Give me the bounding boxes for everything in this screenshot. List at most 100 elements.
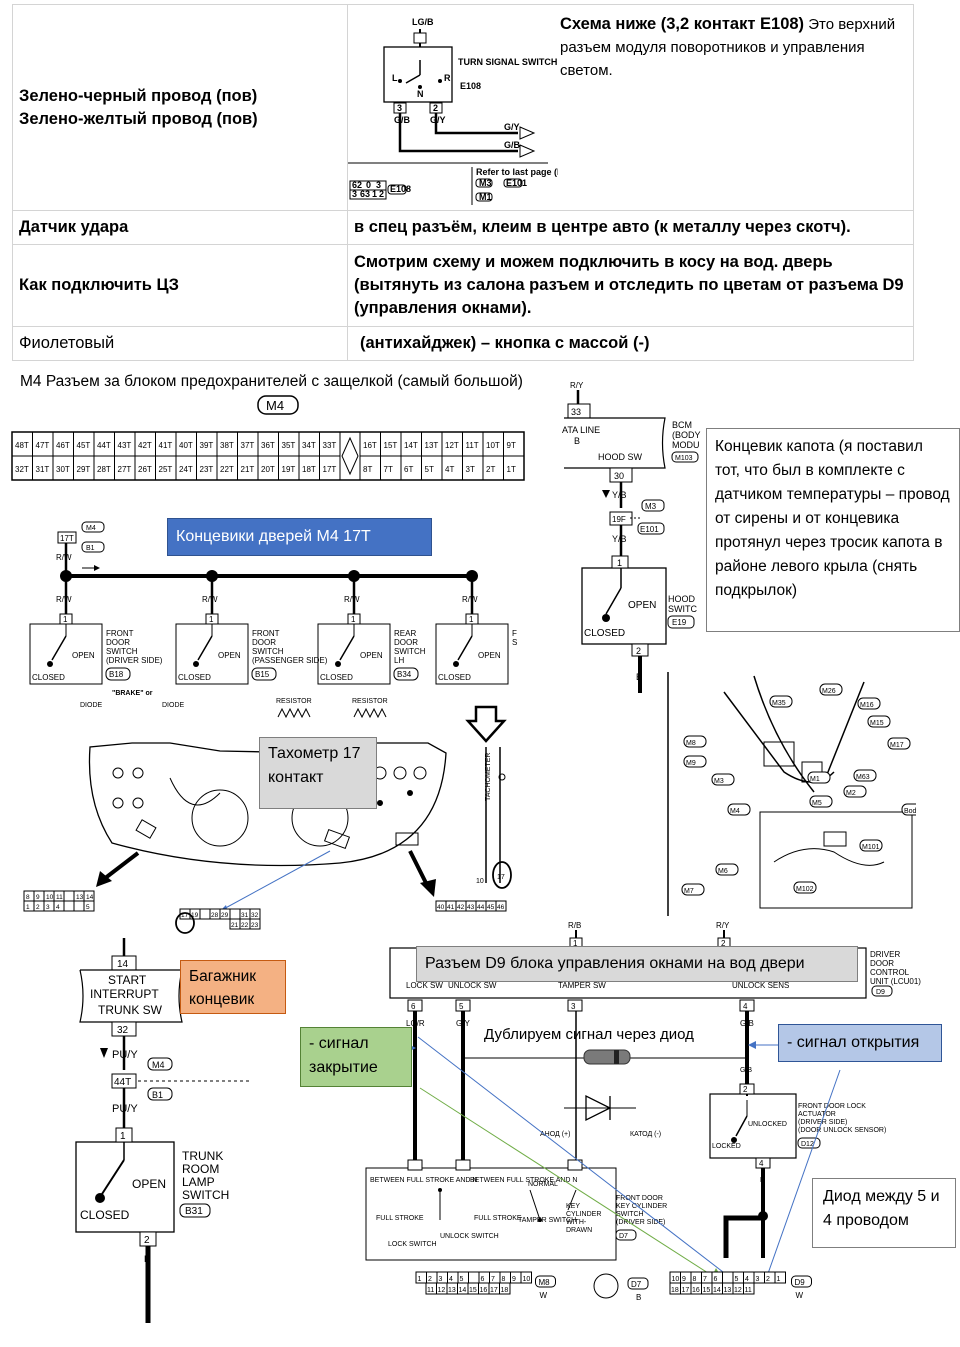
d9-pin: 13 xyxy=(724,1287,732,1294)
m4-pin: 23T xyxy=(200,465,214,474)
d9-pin: 1 xyxy=(777,1276,781,1283)
m8-pin: 11 xyxy=(427,1287,434,1294)
switch-code: B18 xyxy=(109,670,124,679)
cluster-pin: 11 xyxy=(56,894,63,901)
cluster-pin: 42 xyxy=(457,904,465,911)
table-cell-right: (антихайджек) – кнопка с массой (-) xyxy=(347,326,914,361)
m4-pin: 32T xyxy=(15,465,29,474)
e101-tag: E101 xyxy=(640,525,659,534)
act-3: (DRIVER SIDE) xyxy=(798,1119,847,1126)
normal: NORMAL xyxy=(528,1181,558,1188)
wire-yb2: Y/B xyxy=(612,534,627,544)
hood-schematic: R/Y 33 ATA LINE B HOOD SW BCM (BODY MODU… xyxy=(562,381,701,693)
m8-pin: 18 xyxy=(501,1287,509,1294)
d9-pin: 8 xyxy=(693,1276,697,1283)
cluster-pin: 13 xyxy=(76,894,84,901)
m4-pin: 29T xyxy=(77,465,91,474)
m8-pin: 17 xyxy=(490,1287,498,1294)
key-2: CYLINDER xyxy=(566,1211,601,1218)
pin-1: 1 xyxy=(617,558,622,568)
m8-pin: 12 xyxy=(438,1287,446,1294)
trunk-interrupt: INTERRUPT xyxy=(90,987,159,1001)
out-gb: G/B xyxy=(504,140,521,150)
hood-sw: HOOD SW xyxy=(598,452,643,462)
wire-label-green-black: Зелено-черный провод (пов) xyxy=(19,86,258,105)
diode-between-callout: Диод между 5 и 4 проводом xyxy=(812,1178,956,1248)
cluster-pin: 17 xyxy=(181,912,189,919)
wire-b: B xyxy=(144,1254,150,1264)
key-3: WITH- xyxy=(566,1219,587,1226)
d9-callout: Разъем D9 блока управления окнами на вод… xyxy=(416,946,858,982)
cluster-pin: 41 xyxy=(447,904,455,911)
m4-pin: 27T xyxy=(118,465,132,474)
d12-tag: D12 xyxy=(801,1141,814,1148)
anode-label: АНОД (+) xyxy=(540,1131,570,1138)
m4-tag: M4 xyxy=(152,1060,165,1070)
table-cell-left: Фиолетовый xyxy=(12,326,348,361)
act-1: FRONT DOOR LOCK xyxy=(798,1103,866,1110)
d9-pin: 18 xyxy=(671,1287,679,1294)
m4-title: M4 Разъем за блоком предохранителей с за… xyxy=(20,373,523,390)
trunk-callout: Багажник концевик xyxy=(180,960,286,1014)
m8-pin: 5 xyxy=(460,1276,464,1283)
m4-pin: 44T xyxy=(97,441,111,450)
pin-17t: 17T xyxy=(60,534,74,543)
location-tag: M102 xyxy=(796,886,814,893)
conn-cell: 62 xyxy=(352,180,362,190)
full-1: FULL STROKE xyxy=(376,1215,424,1222)
location-tag: M8 xyxy=(686,740,696,747)
ata-line-b: B xyxy=(574,436,580,446)
d9-tag: D9 xyxy=(876,989,885,996)
pin-14: 14 xyxy=(117,959,129,970)
m8-pin: 8 xyxy=(502,1276,506,1283)
hood-closed: CLOSED xyxy=(584,628,625,639)
m8-pin: 1 xyxy=(418,1276,422,1283)
location-tag: M15 xyxy=(870,720,884,727)
m8-pin: 14 xyxy=(459,1287,467,1294)
wire-rw: R/W xyxy=(56,595,72,604)
cathode-label: КАТОД (-) xyxy=(630,1131,661,1138)
switch-name: FRONT xyxy=(252,629,280,638)
cluster-pin: 3 xyxy=(46,904,50,911)
open-label: OPEN xyxy=(360,651,383,660)
m4-pin: 30T xyxy=(56,465,70,474)
wire-puy: PU/Y xyxy=(112,1049,138,1061)
d9-pin: 5 xyxy=(735,1276,739,1283)
unit-2: DOOR xyxy=(870,959,894,968)
table-row: Как подключить ЦЗ Смотрим схему и можем … xyxy=(12,244,914,327)
trunk-open: OPEN xyxy=(132,1177,166,1191)
open-label: OPEN xyxy=(218,651,241,660)
cluster-pin: 5 xyxy=(86,904,90,911)
cluster-pin: 21 xyxy=(231,922,239,929)
cluster-pin: 46 xyxy=(497,904,505,911)
m4-pin: 19T xyxy=(282,465,296,474)
signal-close-callout: - сигнал закрытие xyxy=(300,1027,412,1087)
cluster-pin: 31 xyxy=(241,912,249,919)
d9-pin: 9 xyxy=(682,1276,686,1283)
bcm2: (BODY xyxy=(672,430,701,440)
key-1: KEY xyxy=(566,1203,580,1210)
hood-label2: SWITC xyxy=(668,604,697,614)
location-tag: M16 xyxy=(860,702,874,709)
wire-gy: G/Y xyxy=(430,115,446,125)
turn-signal-schematic: LG/B L N R TURN SIGNAL SWITCH E108 3 2 G… xyxy=(348,17,558,205)
trunk-closed: CLOSED xyxy=(80,1208,130,1222)
m4-pin: 37T xyxy=(241,441,255,450)
table-cell-right: LG/B L N R TURN SIGNAL SWITCH E108 3 2 G… xyxy=(347,4,914,211)
lock-sw: LOCK SW xyxy=(406,981,443,990)
wire-yb: Y/B xyxy=(612,490,627,500)
pin-30: 30 xyxy=(614,471,624,481)
switch-name: DOOR xyxy=(252,638,276,647)
cluster-pin: 22 xyxy=(241,922,249,929)
lock-switch: LOCK SWITCH xyxy=(388,1241,437,1248)
table-row: Фиолетовый (антихайджек) – кнопка с масс… xyxy=(12,326,914,361)
location-tag: M7 xyxy=(684,888,694,895)
bcm: BCM xyxy=(672,420,692,430)
m4-pin: 28T xyxy=(97,465,111,474)
cluster-pin: 4 xyxy=(56,904,60,911)
m1-tag: M1 xyxy=(479,192,492,202)
m4-pin: 13T xyxy=(425,441,439,450)
d9-pin: 3 xyxy=(756,1276,760,1283)
diode-left: DIODE xyxy=(80,702,103,709)
m4-pin: 15T xyxy=(384,441,398,450)
